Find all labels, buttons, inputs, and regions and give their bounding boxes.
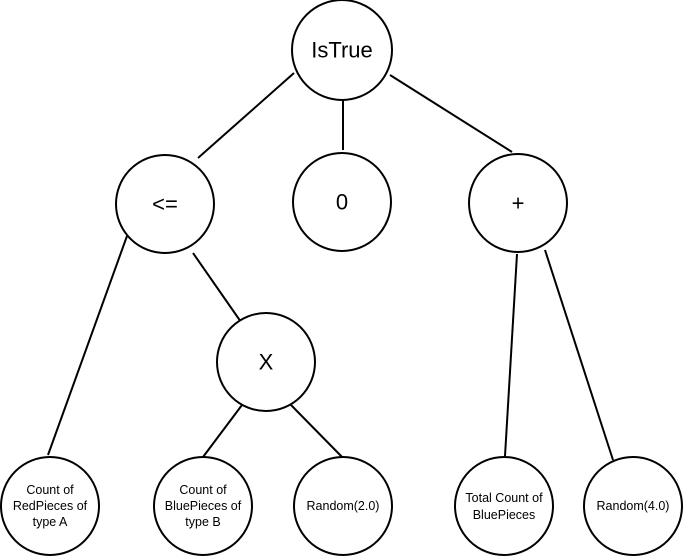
leaf-rand2: Random(2.0)	[293, 456, 393, 556]
node-le-label: <=	[152, 192, 178, 217]
edge-plus-total-blue	[504, 253, 518, 457]
leaf-total-blue: Total Count of BluePieces	[454, 456, 554, 556]
edge-times-blue-b	[202, 404, 243, 458]
node-plus-label: +	[512, 191, 525, 216]
node-plus: +	[468, 153, 568, 253]
leaf-blue-b-line-1: Count of	[179, 483, 227, 497]
node-times-label: X	[259, 350, 274, 375]
edge-root-plus	[389, 74, 513, 153]
edge-le-red-a	[47, 235, 128, 456]
edge-times-rand2	[290, 404, 346, 461]
node-zero: 0	[292, 152, 392, 252]
leaf-red-a-line-1: Count of	[26, 483, 74, 497]
edge-plus-rand4	[544, 249, 614, 461]
node-times: X	[216, 312, 316, 412]
leaf-blue-b-line-2: BluePieces of	[165, 499, 242, 513]
node-zero-label: 0	[336, 190, 348, 215]
leaf-total-blue-line-2: BluePieces	[473, 508, 536, 522]
node-root-label: IsTrue	[311, 38, 373, 63]
edge-le-times	[192, 252, 242, 323]
leaf-total-blue-line-1: Total Count of	[465, 491, 543, 505]
leaf-rand2-label: Random(2.0)	[307, 499, 380, 513]
leaf-red-a-line-2: RedPieces of	[13, 499, 88, 513]
tree-edges	[47, 72, 614, 461]
leaf-blue-b-line-3: type B	[185, 515, 220, 529]
node-root: IsTrue	[291, 0, 393, 101]
leaf-blue-b: Count of BluePieces of type B	[153, 456, 253, 556]
leaf-red-a-line-3: type A	[33, 515, 68, 529]
node-le: <=	[115, 154, 215, 254]
leaf-rand4-label: Random(4.0)	[597, 499, 670, 513]
leaf-rand4: Random(4.0)	[583, 456, 683, 556]
leaf-red-a: Count of RedPieces of type A	[0, 456, 100, 556]
edge-root-le	[197, 72, 295, 159]
